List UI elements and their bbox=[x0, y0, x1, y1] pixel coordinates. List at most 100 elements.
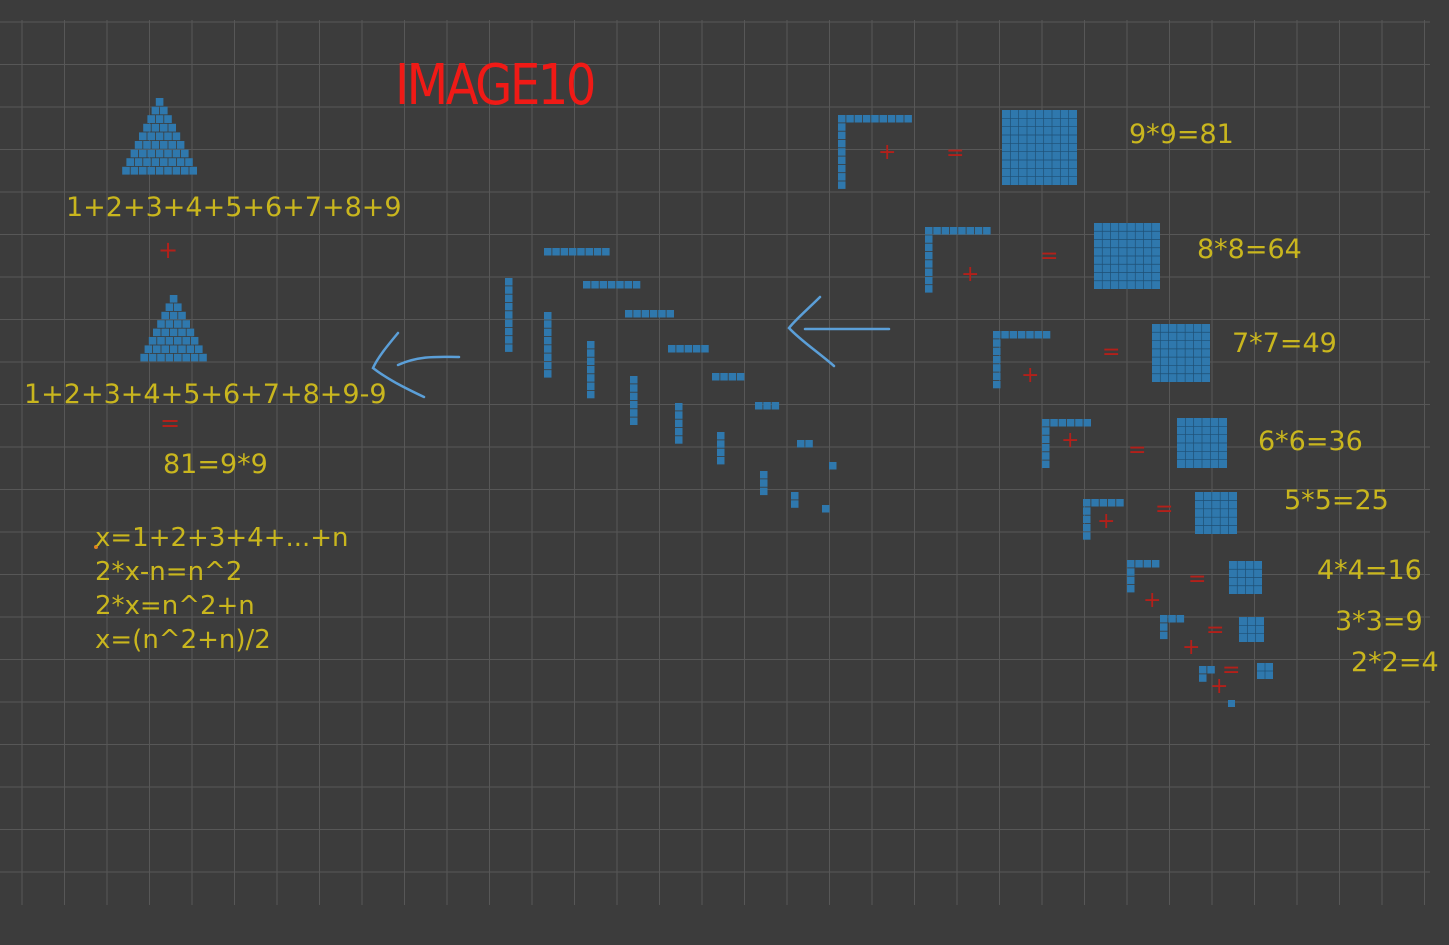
triangle-cell bbox=[143, 141, 151, 149]
equals-8: = bbox=[1040, 244, 1059, 269]
equals-7: = bbox=[1102, 340, 1121, 365]
triangle-cell bbox=[147, 149, 155, 158]
triangle-cell bbox=[155, 149, 164, 158]
plus-5: + bbox=[1097, 509, 1116, 534]
triangle-cell bbox=[186, 345, 195, 353]
triangle-cell bbox=[182, 353, 190, 362]
vertical-bar-6 bbox=[630, 376, 638, 425]
l-shape-7 bbox=[993, 331, 1051, 389]
derivation-line-4: x=(n^2+n)/2 bbox=[95, 625, 271, 655]
plus-3: + bbox=[1182, 635, 1201, 660]
triangle-cell bbox=[161, 311, 169, 320]
image-title: IMAGE10 bbox=[395, 53, 596, 118]
l-shape-9 bbox=[838, 115, 912, 189]
triangle-cell bbox=[151, 141, 160, 149]
triangle-cell bbox=[151, 158, 160, 166]
plus-2: + bbox=[1210, 674, 1229, 699]
vertical-bar-3 bbox=[760, 471, 768, 496]
triangle-cell bbox=[139, 149, 147, 158]
triangle-cell bbox=[174, 320, 182, 328]
l-shape-8 bbox=[925, 227, 991, 293]
triangle-cell bbox=[186, 328, 195, 337]
triangle-cell bbox=[130, 149, 139, 158]
triangle-cell bbox=[164, 132, 172, 141]
triangle-cell bbox=[172, 166, 181, 175]
triangle-cell bbox=[161, 345, 169, 353]
triangle-cell bbox=[161, 328, 169, 337]
left-arrow-right bbox=[787, 295, 891, 368]
derivation-line-1: x=1+2+3+4+...+n bbox=[95, 523, 349, 553]
triangle-cell bbox=[148, 353, 157, 362]
triangle-cell bbox=[148, 337, 157, 345]
triangle-cell bbox=[160, 106, 168, 115]
single-block bbox=[1228, 700, 1235, 707]
square-label-5: 5*5=25 bbox=[1284, 485, 1389, 516]
horizontal-bar-8 bbox=[544, 248, 610, 256]
result-equation: 81=9*9 bbox=[163, 449, 268, 480]
square-2x2 bbox=[1257, 663, 1273, 679]
plus-9: + bbox=[878, 140, 897, 165]
triangle-cell bbox=[151, 123, 160, 132]
triangle-cell bbox=[172, 132, 181, 141]
horizontal-bar-5 bbox=[668, 345, 709, 353]
equals-sign: = bbox=[160, 409, 181, 437]
triangle-cell bbox=[147, 115, 155, 123]
square-label-4: 4*4=16 bbox=[1317, 555, 1422, 586]
triangle-cell bbox=[182, 320, 190, 328]
square-label-9: 9*9=81 bbox=[1129, 119, 1234, 150]
derivation-line-2: 2*x-n=n^2 bbox=[95, 557, 243, 587]
square-label-8: 8*8=64 bbox=[1197, 234, 1302, 265]
triangle-cell bbox=[143, 123, 151, 132]
triangle-cell bbox=[174, 337, 182, 345]
left-arrow-left bbox=[371, 331, 461, 399]
triangle-cell bbox=[144, 345, 153, 353]
square-label-2: 2*2=4 bbox=[1351, 647, 1439, 678]
triangle-cell bbox=[176, 141, 185, 149]
triangle-cell bbox=[130, 166, 139, 175]
triangle-cell bbox=[160, 158, 168, 166]
triangle-cell bbox=[169, 311, 178, 320]
triangle-cell bbox=[139, 132, 147, 141]
triangle-cell bbox=[143, 158, 151, 166]
triangle-cell bbox=[195, 345, 203, 353]
triangle-cell bbox=[165, 353, 174, 362]
sum-1-to-9-minus-9: 1+2+3+4+5+6+7+8+9-9 bbox=[24, 379, 387, 410]
triangle-cell bbox=[165, 320, 174, 328]
square-4x4 bbox=[1229, 561, 1262, 594]
triangle-cell bbox=[178, 328, 186, 337]
l-shape-2 bbox=[1199, 666, 1215, 682]
triangle-cell bbox=[164, 149, 172, 158]
triangle-9 bbox=[122, 98, 197, 175]
triangle-cell bbox=[139, 166, 147, 175]
triangle-cell bbox=[190, 353, 199, 362]
triangle-cell bbox=[174, 353, 182, 362]
triangle-cell bbox=[168, 158, 176, 166]
triangle-cell bbox=[160, 141, 168, 149]
square-6x6 bbox=[1177, 418, 1227, 468]
triangle-cell bbox=[182, 337, 190, 345]
triangle-cell bbox=[160, 123, 168, 132]
horizontal-bar-3 bbox=[755, 402, 780, 410]
vertical-bar-4 bbox=[717, 432, 725, 465]
triangle-cell bbox=[147, 132, 155, 141]
triangle-cell bbox=[168, 123, 176, 132]
l-shape-6 bbox=[1042, 419, 1091, 468]
triangle-cell bbox=[122, 166, 130, 175]
square-label-3: 3*3=9 bbox=[1335, 606, 1423, 637]
triangle-cell bbox=[155, 132, 164, 141]
vertical-bar-2 bbox=[791, 492, 799, 508]
triangle-cell bbox=[172, 149, 181, 158]
square-7x7 bbox=[1152, 324, 1210, 382]
triangle-8 bbox=[140, 295, 207, 362]
l-shape-4 bbox=[1127, 560, 1160, 593]
triangle-cell bbox=[164, 166, 172, 175]
triangle-cell bbox=[169, 328, 178, 337]
plus-8: + bbox=[961, 262, 980, 287]
equals-5: = bbox=[1155, 497, 1174, 522]
triangle-cell bbox=[140, 353, 148, 362]
triangle-cell bbox=[189, 166, 197, 175]
square-label-6: 6*6=36 bbox=[1258, 426, 1363, 457]
triangle-cell bbox=[181, 166, 189, 175]
